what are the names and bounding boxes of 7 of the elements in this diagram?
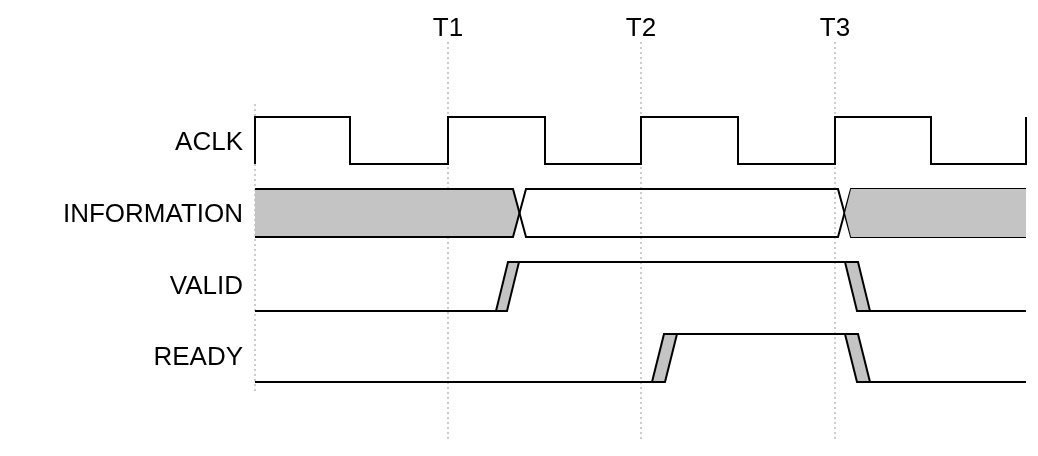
signal-name: VALID xyxy=(169,272,243,298)
signal-name: INFORMATION xyxy=(62,200,243,226)
signal-name: READY xyxy=(153,343,243,369)
signal-name: ACLK xyxy=(175,128,243,154)
time-marker-label: T2 xyxy=(625,14,657,40)
time-marker-label: T1 xyxy=(432,14,464,40)
time-marker-label: T3 xyxy=(819,14,851,40)
